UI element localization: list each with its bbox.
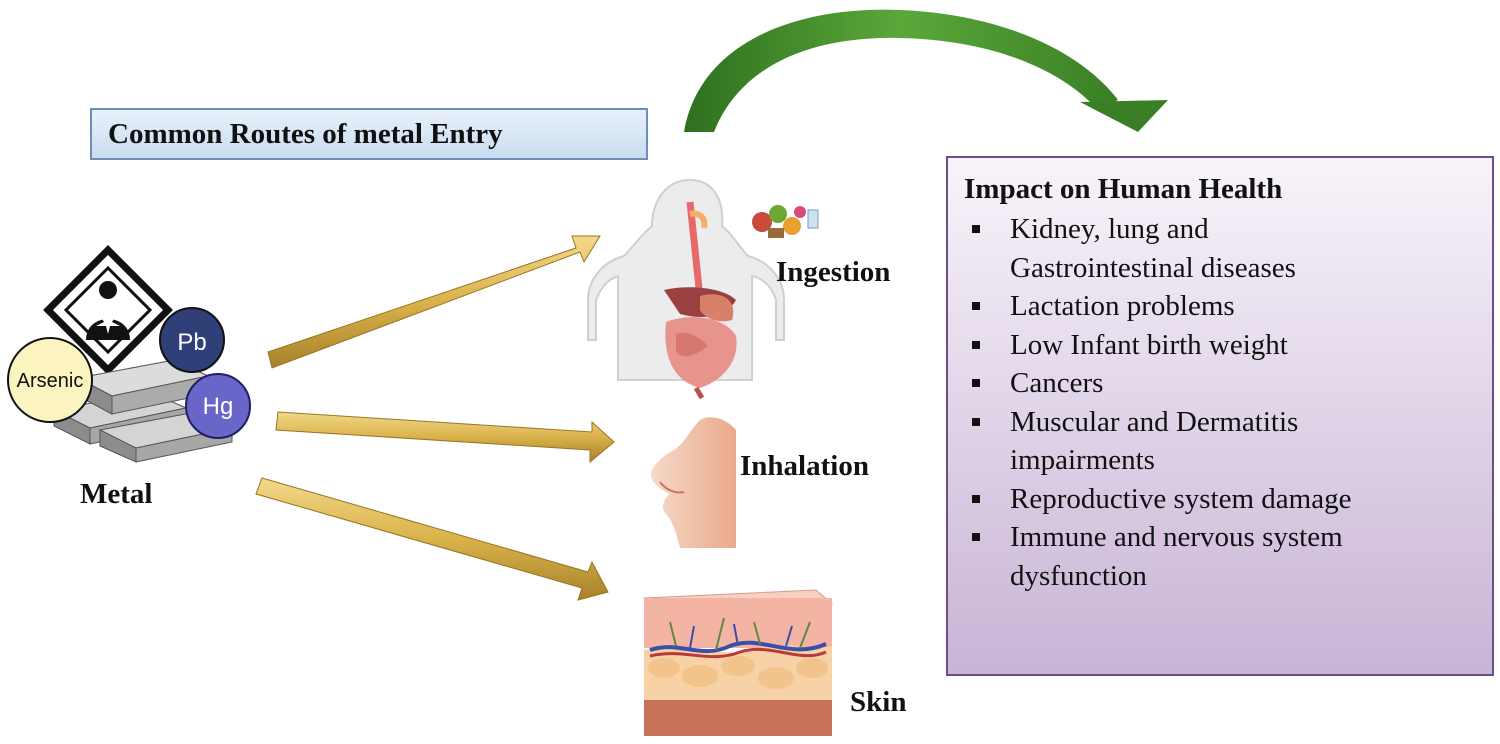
impact-item-line: Cancers — [1010, 367, 1104, 399]
bullet-icon — [972, 379, 980, 387]
impact-item-line: Reproductive system damage — [1010, 482, 1352, 515]
curved-arrow-icon — [684, 9, 1168, 132]
food-icon — [752, 205, 819, 238]
impact-item-line: Muscular and Dermatitis — [1010, 405, 1299, 438]
route-arrow-skin — [255, 477, 609, 601]
arsenic-label: Arsenic — [17, 370, 84, 392]
route-label-ingestion: Ingestion — [776, 256, 891, 288]
arsenic-badge: Arsenic — [7, 337, 93, 423]
bullet-icon — [972, 340, 980, 349]
impact-item-line: impairments — [1010, 444, 1155, 476]
impact-item: Lactation problems — [964, 287, 1474, 326]
route-arrow-inhalation — [275, 411, 615, 464]
impact-title: Impact on Human Health — [964, 173, 1283, 205]
impact-item: Reproductive system damage — [964, 480, 1474, 519]
impact-item: Immune and nervous system dysfunction — [964, 518, 1474, 595]
nose-icon — [650, 417, 736, 548]
bullet-icon — [972, 225, 980, 233]
impact-item-line: Kidney, lung and — [1010, 213, 1209, 245]
route-label-skin: Skin — [850, 686, 907, 718]
bullet-icon — [972, 302, 980, 310]
skin-layers-icon — [642, 589, 834, 736]
metal-label: Metal — [80, 478, 153, 510]
bullet-icon — [972, 533, 980, 541]
impact-item: Muscular and Dermatitis impairments — [964, 403, 1474, 480]
pb-label: Pb — [177, 329, 206, 356]
title-box: Common Routes of metal Entry — [90, 108, 648, 160]
route-label-inhalation: Inhalation — [740, 450, 869, 482]
impact-item-line: Low Infant birth weight — [1010, 328, 1288, 361]
impact-item: Low Infant birth weight — [964, 326, 1474, 365]
bullet-icon — [972, 417, 980, 426]
diagram-title: Common Routes of metal Entry — [108, 117, 503, 150]
impact-item-line: Immune and nervous system — [1010, 521, 1343, 553]
hg-label: Hg — [203, 393, 234, 420]
impact-item-line: Gastrointestinal diseases — [1010, 251, 1296, 284]
impact-item-line: Lactation problems — [1010, 290, 1235, 322]
impact-item-line: dysfunction — [1010, 559, 1147, 592]
route-arrow-ingestion — [267, 235, 601, 369]
health-hazard-icon — [43, 245, 173, 375]
hg-badge: Hg — [185, 373, 251, 439]
digestive-system-icon — [587, 178, 819, 400]
pb-badge: Pb — [159, 307, 225, 373]
bullet-icon — [972, 494, 980, 503]
impact-item: Cancers — [964, 364, 1474, 403]
